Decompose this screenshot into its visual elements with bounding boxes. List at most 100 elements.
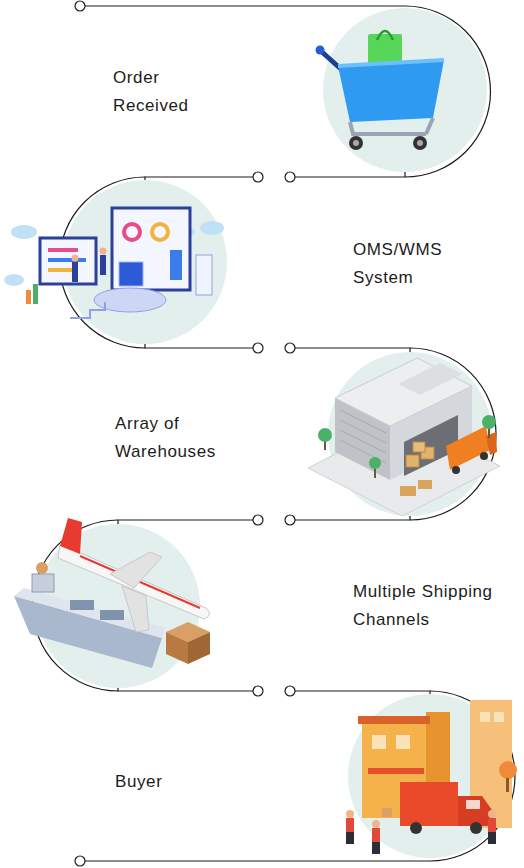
cloud <box>200 221 224 235</box>
container <box>100 610 124 620</box>
truck-wheel <box>480 452 488 460</box>
platform <box>94 288 166 312</box>
plane-body <box>58 544 210 619</box>
cloud <box>11 225 37 239</box>
plane-stripe <box>80 556 200 608</box>
shop-side <box>426 712 450 818</box>
cart-wheel <box>349 136 363 150</box>
truck <box>446 426 490 470</box>
plane-wing <box>122 586 149 632</box>
end-dot <box>75 856 85 866</box>
person-head <box>372 820 380 828</box>
screen-chart <box>124 224 140 240</box>
step-circle: Multiple Shipping Channels <box>36 524 200 688</box>
screen-bar <box>170 250 182 280</box>
step-label: Buyer <box>115 768 225 796</box>
person-legs <box>488 832 496 844</box>
tree-trunk <box>374 468 376 478</box>
ground <box>308 418 500 516</box>
step-label: Array of Warehouses <box>115 410 250 466</box>
wall-left <box>335 398 390 480</box>
tree <box>318 428 332 442</box>
container <box>70 600 94 610</box>
ship-bridge <box>32 574 54 592</box>
wrap-line <box>410 348 496 520</box>
cart-knob <box>316 46 325 55</box>
roof-block <box>398 363 462 395</box>
flow-connector <box>145 172 405 182</box>
end-dot <box>75 1 85 11</box>
ship-deck <box>14 588 166 638</box>
box <box>406 455 419 467</box>
step-label: Multiple Shipping Channels <box>353 578 521 634</box>
box <box>421 447 434 459</box>
step-circle: OMS/WMS System <box>63 180 227 344</box>
tree <box>369 457 381 469</box>
wrap-line <box>85 691 515 861</box>
person <box>72 262 78 282</box>
junction-dot <box>253 686 263 696</box>
cart-basket <box>338 60 444 122</box>
wheel-hub <box>417 140 423 146</box>
cart-frame <box>350 118 433 134</box>
step-circle: Array of Warehouses <box>328 352 492 516</box>
plane-tail <box>60 518 82 554</box>
connector-line <box>145 344 410 352</box>
flow-connector <box>145 343 410 353</box>
tree-trunk <box>324 440 326 450</box>
junction-dot <box>285 515 295 525</box>
shutter <box>340 410 386 463</box>
screen-chart <box>152 224 168 240</box>
connector-line <box>118 688 430 694</box>
truck-wheel <box>452 466 460 474</box>
bar <box>33 284 38 304</box>
wheel-hub <box>353 140 359 146</box>
box <box>413 442 425 452</box>
person-head <box>488 810 496 818</box>
wall-front <box>390 386 472 480</box>
junction-dot <box>285 343 295 353</box>
person-head <box>100 248 107 255</box>
person-head <box>346 810 354 818</box>
bag-handle <box>377 31 393 40</box>
door <box>404 415 458 476</box>
cart-handle <box>322 52 342 70</box>
person <box>488 818 496 832</box>
parcel <box>382 808 392 817</box>
bar <box>26 290 31 304</box>
flow-connector <box>118 515 410 525</box>
tree <box>499 761 517 779</box>
truck-window <box>466 800 480 809</box>
side-panel <box>196 255 212 295</box>
box-top <box>166 622 210 642</box>
shop <box>362 722 426 818</box>
step-label: Order Received <box>113 64 223 120</box>
tree-trunk <box>506 778 509 792</box>
flow-connector <box>118 686 430 696</box>
roof <box>335 358 472 426</box>
truck-wheel <box>470 822 482 834</box>
screen-line <box>48 268 72 272</box>
person-legs <box>372 842 380 854</box>
screen-line <box>48 248 78 252</box>
ship-hull <box>14 596 162 668</box>
plane-wing <box>110 552 162 588</box>
cloud <box>4 274 24 286</box>
data-cube <box>119 262 143 286</box>
junction-dot <box>253 343 263 353</box>
building <box>470 700 512 828</box>
person <box>100 255 106 275</box>
tree-trunk <box>488 428 490 438</box>
connector-line <box>118 516 410 524</box>
window <box>372 735 386 749</box>
box-side <box>188 632 210 664</box>
cloud <box>177 227 195 237</box>
box-side <box>166 632 188 664</box>
window <box>396 735 410 749</box>
pallet <box>400 486 416 496</box>
screen <box>40 238 96 284</box>
connector-line <box>145 172 405 180</box>
wrap-line <box>33 520 118 691</box>
truck-wheel <box>410 822 422 834</box>
